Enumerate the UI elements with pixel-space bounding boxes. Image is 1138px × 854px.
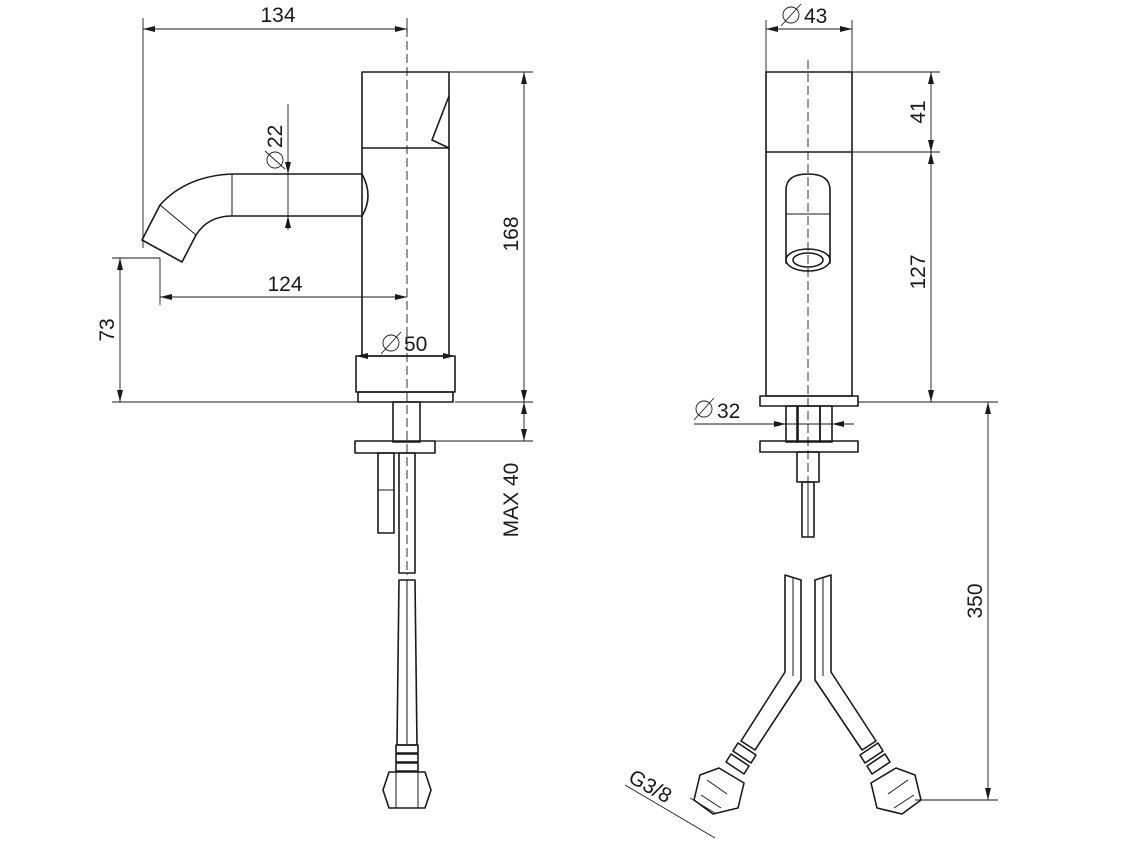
dim-width-134: 134 — [142, 4, 408, 248]
dim-label-168: 168 — [500, 216, 523, 251]
side-mounting — [354, 401, 436, 809]
front-view: 43 41 127 32 — [625, 3, 998, 839]
dim-label-body-diameter: 43 — [804, 5, 827, 28]
dim-base-diameter: 50 — [356, 331, 455, 359]
dim-spout-height: 73 — [96, 257, 362, 403]
dim-label-41: 41 — [907, 100, 930, 123]
side-spout — [141, 173, 369, 263]
side-body — [355, 28, 456, 575]
dim-mount-diameter: 32 — [693, 397, 854, 427]
dim-lower-height: 127 — [858, 152, 940, 403]
dim-label-350: 350 — [964, 583, 987, 618]
dim-label-134: 134 — [260, 4, 295, 27]
dim-hose-length: 350 — [858, 401, 998, 801]
dim-label-base-diameter: 50 — [404, 333, 427, 356]
front-hoses — [693, 574, 922, 815]
dim-body-height: 168 — [449, 71, 533, 403]
dim-label-max-40: MAX 40 — [500, 463, 523, 538]
dim-spout-diameter: 22 — [264, 104, 291, 230]
front-body — [759, 60, 859, 535]
side-view: 134 22 124 73 — [96, 4, 533, 809]
dim-label-spout-diameter: 22 — [264, 125, 287, 148]
dim-top-height: 41 — [852, 71, 940, 153]
dim-thread-label: G3/8 — [625, 765, 716, 839]
dim-label-mount-diameter: 32 — [717, 400, 740, 423]
dim-label-127: 127 — [907, 254, 930, 289]
dim-max-thickness: MAX 40 — [420, 402, 533, 537]
dim-label-thread: G3/8 — [625, 765, 676, 808]
dim-spout-reach: 124 — [159, 258, 407, 305]
dim-label-73: 73 — [96, 318, 119, 341]
dim-label-124: 124 — [267, 273, 302, 296]
dim-body-diameter: 43 — [765, 3, 853, 72]
